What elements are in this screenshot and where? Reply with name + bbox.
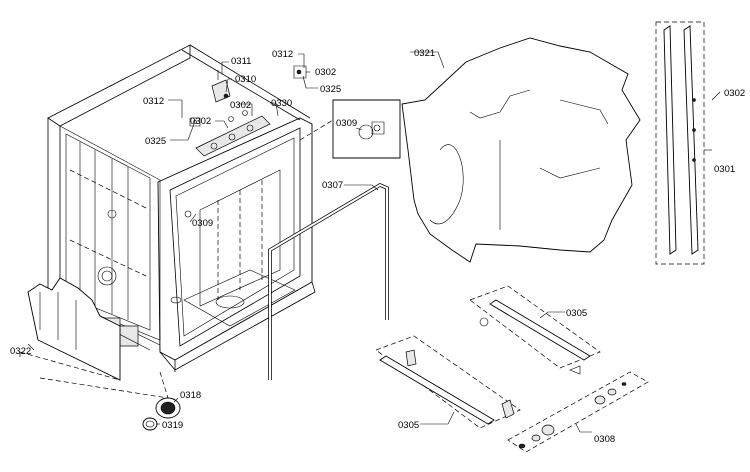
callout-0318: 0318 xyxy=(180,390,201,401)
callout-0330: 0330 xyxy=(271,98,292,109)
callout-0325-left: 0325 xyxy=(145,136,166,147)
callout-0302-strip: 0302 xyxy=(724,88,745,99)
kit-0308 xyxy=(507,371,649,453)
callout-0302-a: 0302 xyxy=(230,100,251,111)
callout-0311: 0311 xyxy=(231,56,251,67)
insulation-0321 xyxy=(401,37,641,263)
callout-0301: 0301 xyxy=(714,164,735,175)
callout-0302-b: 0302 xyxy=(190,116,211,127)
callout-0319: 0319 xyxy=(162,420,183,431)
rail-0305-upper xyxy=(469,285,601,375)
callout-0321: 0321 xyxy=(414,48,435,59)
callout-0312-top: 0312 xyxy=(272,49,293,60)
callout-0307: 0307 xyxy=(322,180,343,191)
inset-0309 xyxy=(299,99,401,159)
callout-0309-tub: 0309 xyxy=(192,218,213,229)
side-panel-0322 xyxy=(19,277,121,381)
callout-0322: 0322 xyxy=(10,346,31,357)
hose-0307 xyxy=(268,183,389,380)
callout-0302-top: 0302 xyxy=(315,67,336,78)
callout-0325-top: 0325 xyxy=(320,84,341,95)
callout-labels: 0311 0310 0312 0302 0330 0302 0325 0312 … xyxy=(10,48,745,445)
callout-0310: 0310 xyxy=(235,74,256,85)
callout-0309-inset: 0309 xyxy=(336,118,357,129)
callout-0308: 0308 xyxy=(594,434,615,445)
leader-lines xyxy=(27,51,721,433)
drain-cap-assembly xyxy=(39,371,181,431)
strip-0301 xyxy=(655,21,705,265)
callout-0305-lower: 0305 xyxy=(398,420,419,431)
callout-0312-left: 0312 xyxy=(143,96,164,107)
callout-0305-upper: 0305 xyxy=(566,308,587,319)
rail-0305-lower xyxy=(375,335,521,429)
